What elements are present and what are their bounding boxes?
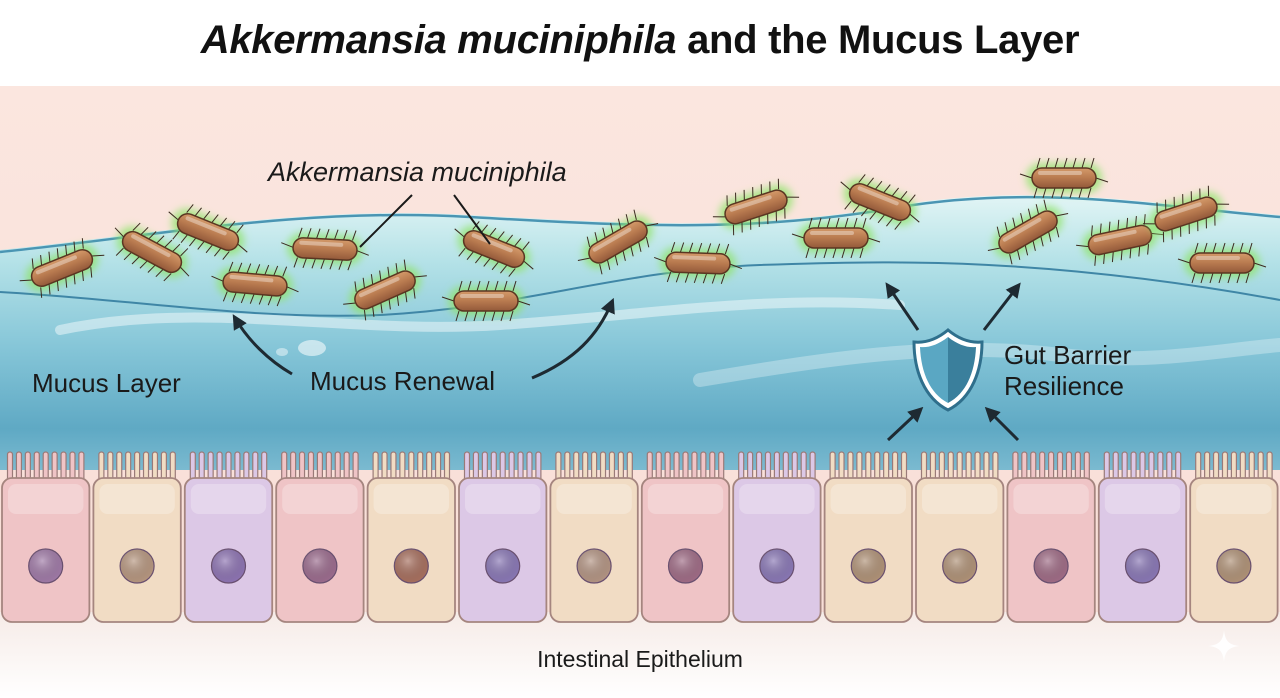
pointer-line: [359, 194, 413, 248]
epithelial-cell: [1189, 451, 1279, 623]
bottom-area: [0, 612, 1280, 698]
barrier-arrow: [886, 406, 924, 442]
mucus-layer-label: Mucus Layer: [32, 368, 181, 398]
bacterium: [1177, 242, 1267, 284]
diagram-illustration: [0, 86, 1280, 698]
bacterium: [987, 199, 1069, 265]
bacterium: [441, 280, 531, 322]
header: Akkermansia muciniphila and the Mucus La…: [0, 0, 1280, 86]
bacterium: [577, 209, 659, 275]
bacterium: [114, 222, 190, 282]
bacterium: [1019, 157, 1109, 199]
shield-icon: [912, 328, 984, 412]
mucus-bubble: [276, 348, 288, 356]
mucus-highlight: [55, 297, 905, 335]
bacteria-label: Akkermansia muciniphila: [268, 157, 567, 187]
bacterium: [1142, 185, 1230, 243]
epithelium-label: Intestinal Epithelium: [537, 646, 743, 672]
epithelial-cell: [549, 451, 639, 623]
gut-barrier-label-line1: Gut Barrier: [1004, 340, 1132, 370]
epithelial-cell: [823, 451, 913, 623]
barrier-arrow: [982, 282, 1021, 331]
epithelial-cell: [92, 451, 182, 623]
gut-barrier-label-line2: Resilience: [1004, 371, 1124, 401]
epithelial-cell: [366, 451, 456, 623]
epithelial-cell: [640, 451, 731, 623]
epithelial-cell: [275, 451, 365, 623]
gut-barrier-label: Gut Barrier Resilience: [1004, 340, 1131, 402]
epithelium-layer: [1, 451, 1279, 623]
pointer-line: [453, 194, 491, 245]
renewal-arrow: [232, 314, 293, 376]
bacterium: [840, 174, 920, 230]
page-title: Akkermansia muciniphila and the Mucus La…: [0, 18, 1280, 63]
epithelial-cell: [915, 451, 1005, 623]
bacterium: [19, 238, 105, 298]
mucus-bubble: [298, 340, 326, 356]
epithelial-cell: [1006, 451, 1096, 623]
epithelial-cell: [458, 451, 548, 623]
mucus-renewal-label: Mucus Renewal: [310, 366, 495, 396]
barrier-arrow: [885, 282, 920, 331]
mucus-highlight-2: [693, 338, 1280, 387]
renewal-arrow: [531, 297, 615, 380]
bacterium: [712, 178, 800, 236]
epithelial-cell: [732, 451, 822, 623]
epithelial-cell: [1097, 451, 1188, 623]
barrier-arrow: [984, 406, 1020, 442]
bacterium: [1076, 214, 1164, 266]
bacterium: [281, 227, 369, 271]
sparkle-icon: [1208, 630, 1240, 662]
mucus-wave-inner: [0, 261, 1280, 317]
bacterium: [791, 217, 881, 259]
title-species: Akkermansia muciniphila: [200, 18, 677, 62]
bacterium: [343, 259, 427, 321]
bacterium: [653, 242, 743, 284]
title-rest: and the Mucus Layer: [676, 18, 1080, 62]
bacteria-group: [19, 157, 1267, 322]
bacterium: [168, 204, 248, 260]
epithelial-cell: [183, 451, 274, 623]
bacterium: [211, 261, 299, 307]
epithelial-cell: [1, 451, 91, 623]
bacterium: [454, 221, 534, 277]
